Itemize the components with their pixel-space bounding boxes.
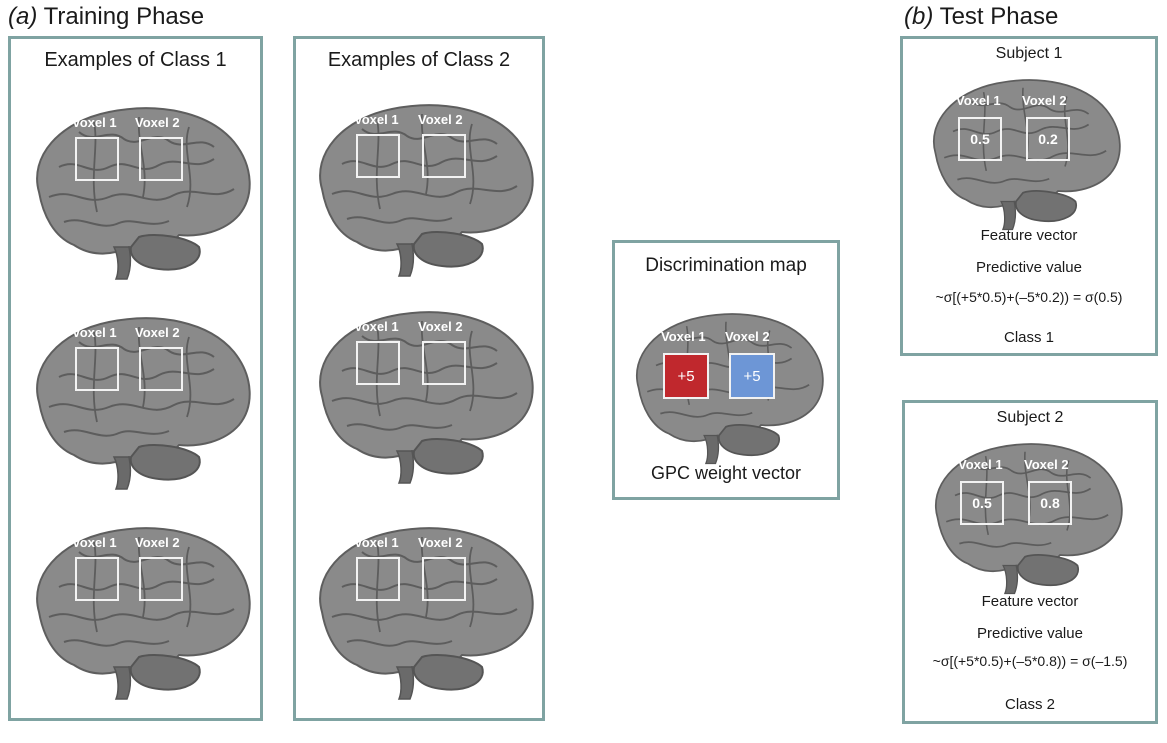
voxel2-label: Voxel 2	[1024, 457, 1069, 472]
brain-image: Voxel 1 Voxel 2	[302, 517, 542, 700]
voxel2-box: 0.8	[1028, 481, 1072, 525]
voxel1-value: 0.5	[972, 495, 992, 511]
training-phase-letter: (a)	[8, 3, 38, 30]
voxel2-box	[422, 134, 466, 178]
voxel1-label: Voxel 1	[354, 112, 399, 127]
voxel1-box	[75, 347, 119, 391]
brain-image: Voxel 1 Voxel 2	[19, 97, 259, 280]
brain-image: Voxel 1 Voxel 2 0.5 0.2	[918, 69, 1128, 231]
voxel2-label: Voxel 2	[418, 112, 463, 127]
predictive-equation: ~σ[(+5*0.5)+(–5*0.8)) = σ(–1.5)	[932, 653, 1128, 669]
weight2-value: +5	[743, 367, 761, 385]
feature-vector-label: Feature vector	[980, 227, 1078, 244]
voxel1-box: 0.5	[958, 117, 1002, 161]
voxel2-box: 0.2	[1026, 117, 1070, 161]
voxel2-box	[422, 557, 466, 601]
voxel1-box	[356, 557, 400, 601]
brain-image: Voxel 1 Voxel 2 0.5 0.8	[920, 433, 1130, 595]
voxel1-label: Voxel 1	[72, 535, 117, 550]
brain-image: Voxel 1 Voxel 2	[19, 517, 259, 700]
training-phase-text: Training Phase	[43, 3, 205, 30]
voxel1-label: Voxel 1	[354, 535, 399, 550]
predictive-equation: ~σ[(+5*0.5)+(–5*0.2)) = σ(0.5)	[935, 289, 1123, 305]
voxel2-label: Voxel 2	[418, 319, 463, 334]
brain-image: Voxel 1 Voxel 2 +5 +5	[621, 303, 831, 465]
class2-panel: Examples of Class 2 Voxel 1 Voxel 2 Voxe…	[293, 36, 545, 721]
voxel1-box	[75, 557, 119, 601]
feature-vector-label: Feature vector	[981, 593, 1079, 610]
voxel1-label: Voxel 1	[72, 115, 117, 130]
subject2-title: Subject 2	[996, 409, 1064, 426]
weight1-value: +5	[677, 367, 695, 385]
voxel1-label: Voxel 1	[661, 329, 706, 344]
discrimination-heading: Discrimination map	[645, 255, 807, 276]
voxel2-label: Voxel 2	[418, 535, 463, 550]
voxel1-label: Voxel 1	[956, 93, 1001, 108]
subject1-panel: Subject 1 Voxel 1 Voxel 2 0.5 0.2 Featur…	[900, 36, 1158, 356]
voxel2-label: Voxel 2	[135, 325, 180, 340]
class-label: Class 1	[1003, 329, 1055, 346]
subject2-panel: Subject 2 Voxel 1 Voxel 2 0.5 0.8 Featur…	[902, 400, 1158, 724]
test-phase-text: Test Phase	[939, 3, 1059, 30]
gpc-weight-label: GPC weight vector	[650, 463, 802, 483]
voxel2-box	[139, 347, 183, 391]
weight2-box: +5	[729, 353, 775, 399]
subject1-title: Subject 1	[995, 45, 1063, 62]
brain-image: Voxel 1 Voxel 2	[302, 94, 542, 277]
class1-heading: Examples of Class 1	[44, 49, 227, 71]
voxel1-label: Voxel 1	[354, 319, 399, 334]
voxel1-label: Voxel 1	[72, 325, 117, 340]
training-phase-title: (a) Training Phase	[8, 3, 204, 31]
brain-image: Voxel 1 Voxel 2	[19, 307, 259, 490]
class2-heading: Examples of Class 2	[327, 49, 511, 71]
voxel2-value: 0.8	[1040, 495, 1060, 511]
voxel1-value: 0.5	[970, 131, 990, 147]
voxel2-label: Voxel 2	[135, 115, 180, 130]
voxel2-label: Voxel 2	[135, 535, 180, 550]
test-phase-title: (b) Test Phase	[904, 3, 1058, 31]
voxel1-box: 0.5	[960, 481, 1004, 525]
voxel2-label: Voxel 2	[725, 329, 770, 344]
predictive-value-label: Predictive value	[977, 625, 1083, 642]
class-label: Class 2	[1004, 696, 1056, 713]
brain-image: Voxel 1 Voxel 2	[302, 301, 542, 484]
discrimination-panel: Discrimination map Voxel 1 Voxel 2 +5 +5…	[612, 240, 840, 500]
voxel2-box	[139, 557, 183, 601]
voxel1-box	[356, 341, 400, 385]
voxel1-box	[356, 134, 400, 178]
voxel1-box	[75, 137, 119, 181]
voxel1-label: Voxel 1	[958, 457, 1003, 472]
voxel2-box	[139, 137, 183, 181]
voxel2-label: Voxel 2	[1022, 93, 1067, 108]
class1-panel: Examples of Class 1 Voxel 1 Voxel 2 Voxe…	[8, 36, 263, 721]
weight1-box: +5	[663, 353, 709, 399]
predictive-value-label: Predictive value	[976, 259, 1082, 276]
voxel2-box	[422, 341, 466, 385]
test-phase-letter: (b)	[904, 3, 934, 30]
voxel2-value: 0.2	[1038, 131, 1058, 147]
